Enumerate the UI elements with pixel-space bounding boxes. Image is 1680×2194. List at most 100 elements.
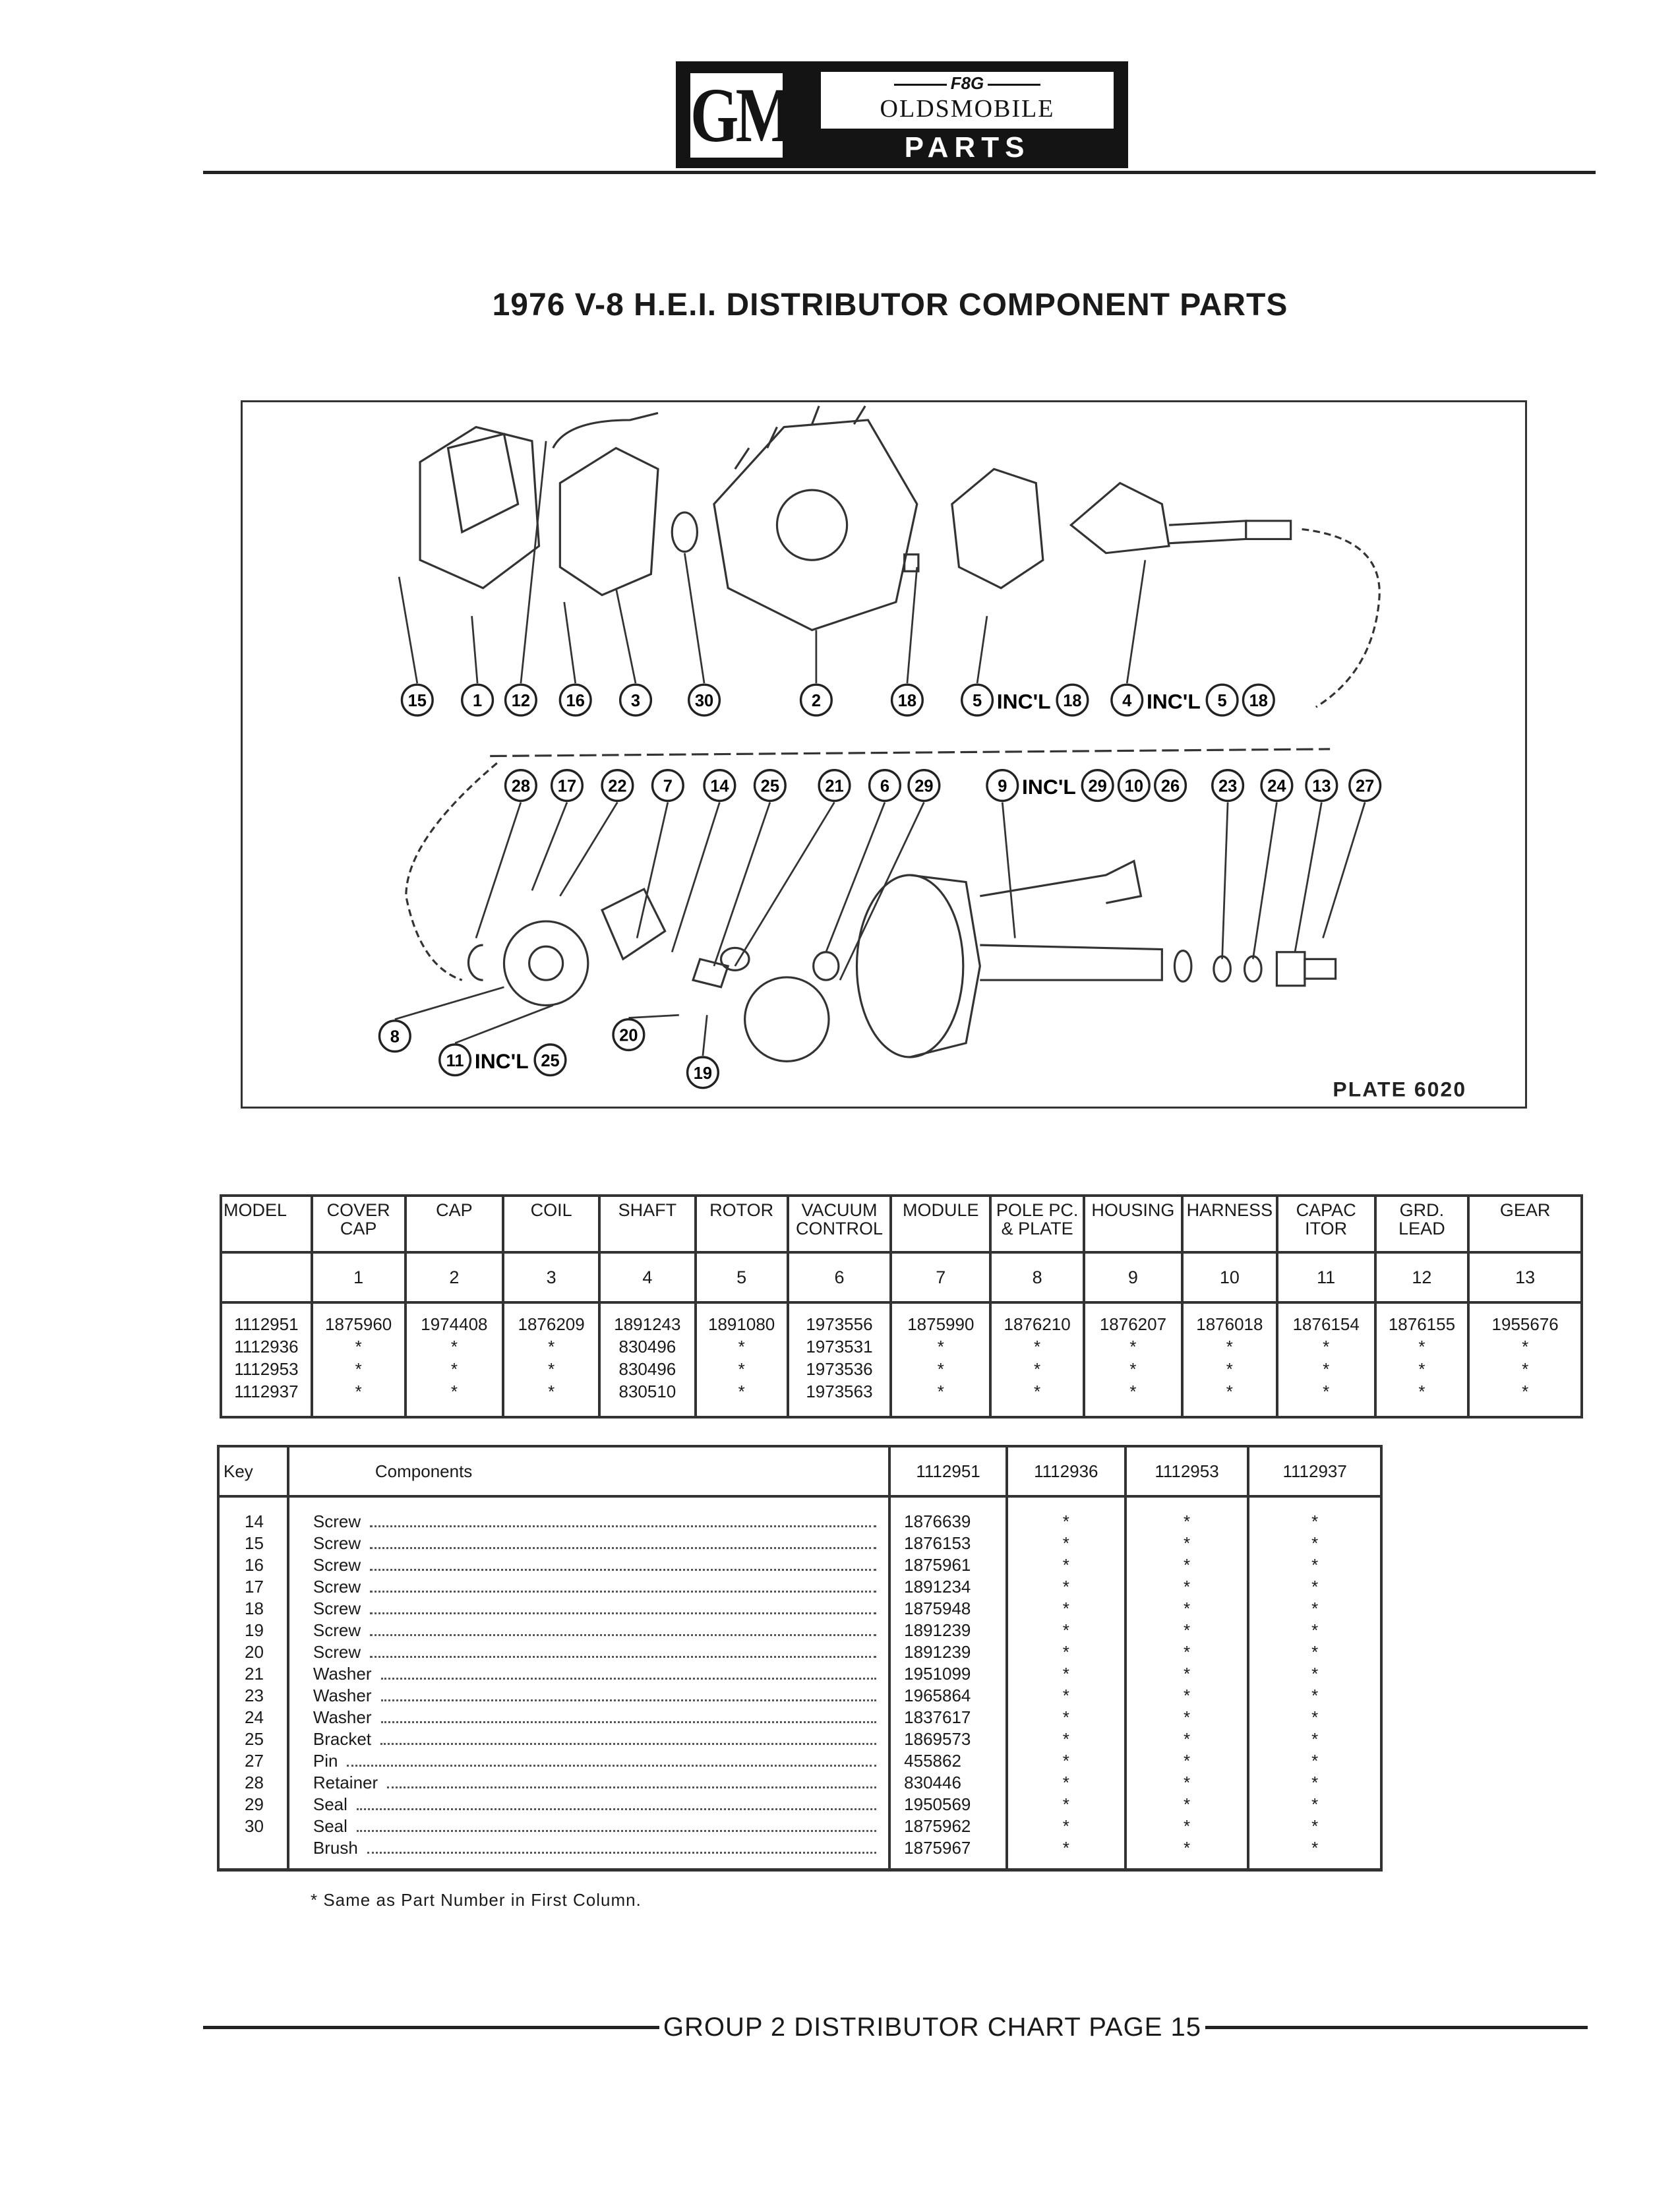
column-header: SHAFT (598, 1194, 697, 1254)
component-name: Washer (313, 1707, 372, 1727)
dot-leader (370, 1591, 877, 1593)
part-number: * (1522, 1359, 1529, 1379)
callout-circle (1211, 769, 1245, 803)
dot-leader (380, 1678, 877, 1680)
callout-2[interactable]: 2 (799, 683, 833, 717)
component-name: Screw (313, 1642, 361, 1662)
components-table: Key Components 1112951 1112936 1112953 1… (217, 1445, 1383, 1872)
part-number: 1875962 (888, 1815, 1008, 1837)
callout-circle (961, 683, 994, 717)
callout-22[interactable]: 22 (601, 769, 634, 803)
same-part-marker: * (1124, 1837, 1250, 1872)
footnote: * Same as Part Number in First Column. (311, 1890, 642, 1910)
callout-circle (686, 1056, 719, 1089)
same-part-marker: * (1247, 1815, 1383, 1837)
part-numbers-cell: 1876210*** (989, 1301, 1085, 1418)
incl-label: INC'L (1022, 775, 1076, 799)
callout-18[interactable]: 18 (890, 683, 924, 717)
incl-label: INC'L (475, 1049, 529, 1073)
same-part-marker: * (1005, 1576, 1127, 1598)
component-cell: Brush (286, 1837, 891, 1872)
callout-13[interactable]: 13 (1305, 769, 1338, 803)
callout-24[interactable]: 24 (1260, 769, 1294, 803)
callout-number: 5 (1218, 692, 1227, 710)
same-part-marker: * (1247, 1533, 1383, 1554)
callout-16[interactable]: 16 (558, 683, 592, 717)
callout-3[interactable]: 3 (618, 683, 653, 717)
callout-circle (1205, 683, 1239, 717)
part-number: 1876210 (1004, 1314, 1071, 1334)
callout-circle (986, 769, 1019, 803)
part-number: * (1129, 1359, 1137, 1379)
incl-label: INC'L (997, 689, 1051, 713)
part-number: 830510 (618, 1382, 676, 1401)
key-number: 4 (598, 1251, 697, 1304)
part-numbers-cell: 1876154*** (1275, 1301, 1377, 1418)
gm-logo: GM (690, 72, 795, 158)
footer-text: GROUP 2 DISTRIBUTOR CHART PAGE 15 (663, 2013, 1201, 2042)
dot-leader (370, 1656, 877, 1658)
dot-leader (370, 1634, 877, 1636)
callout-number: 18 (898, 692, 916, 710)
callout-30[interactable]: 30 (687, 683, 721, 717)
dot-leader (347, 1765, 877, 1767)
callout-29[interactable]: 29 (907, 769, 941, 803)
component-name: Washer (313, 1664, 372, 1684)
part-numbers-cell: 1875960*** (310, 1301, 407, 1418)
part-number: 1869573 (888, 1728, 1008, 1750)
part-number: * (1323, 1382, 1330, 1401)
column-header: GRD. LEAD (1373, 1194, 1470, 1254)
callout-17[interactable]: 17 (550, 769, 584, 803)
callout-6[interactable]: 6 (868, 769, 901, 803)
callout-20[interactable]: 20 (612, 1018, 645, 1052)
callout-circle (504, 769, 537, 803)
callout-circle (438, 1043, 472, 1077)
callout-14[interactable]: 14 (703, 769, 736, 803)
callout-23[interactable]: 23 (1211, 769, 1245, 803)
part-number: 1876639 (888, 1496, 1008, 1533)
callout-7[interactable]: 7 (651, 769, 684, 803)
callout-number: 25 (761, 777, 779, 796)
incl-label: INC'L (1147, 689, 1201, 713)
part-number: * (738, 1337, 745, 1356)
dot-leader (380, 1699, 877, 1701)
same-part-marker: * (1124, 1496, 1250, 1533)
callout-12[interactable]: 12 (504, 683, 537, 717)
callout-8[interactable]: 8 (378, 1020, 411, 1053)
callout-1[interactable]: 1 (461, 683, 495, 717)
catalogue-header-logo: GM F8G OLDSMOBILE PARTS CATALOGUE (676, 61, 1128, 199)
callout-21[interactable]: 21 (818, 769, 851, 803)
part-number: * (937, 1382, 944, 1401)
same-part-marker: * (1005, 1772, 1127, 1794)
callout-28[interactable]: 28 (504, 769, 537, 803)
key-number: 5 (694, 1251, 789, 1304)
model-number: 1112953 (234, 1359, 299, 1379)
component-cell: Retainer (286, 1772, 891, 1794)
part-number: 1876209 (518, 1314, 585, 1334)
callout-15[interactable]: 15 (400, 683, 434, 717)
model-number: 1112951 (234, 1314, 299, 1334)
same-part-marker: * (1247, 1554, 1383, 1576)
tagline: F8G (821, 72, 1114, 94)
same-part-marker: * (1005, 1707, 1127, 1728)
same-part-marker: * (1247, 1728, 1383, 1750)
callout-number: 15 (408, 692, 427, 710)
part-number: * (738, 1359, 745, 1379)
column-header: ROTOR (694, 1194, 789, 1254)
callout-27[interactable]: 27 (1348, 769, 1382, 803)
part-number: * (548, 1359, 555, 1379)
callout-19[interactable]: 19 (686, 1056, 719, 1089)
column-header: HOUSING (1082, 1194, 1184, 1254)
callout-25[interactable]: 25 (753, 769, 787, 803)
part-number: * (1323, 1359, 1330, 1379)
callout-number: 2 (812, 692, 821, 710)
